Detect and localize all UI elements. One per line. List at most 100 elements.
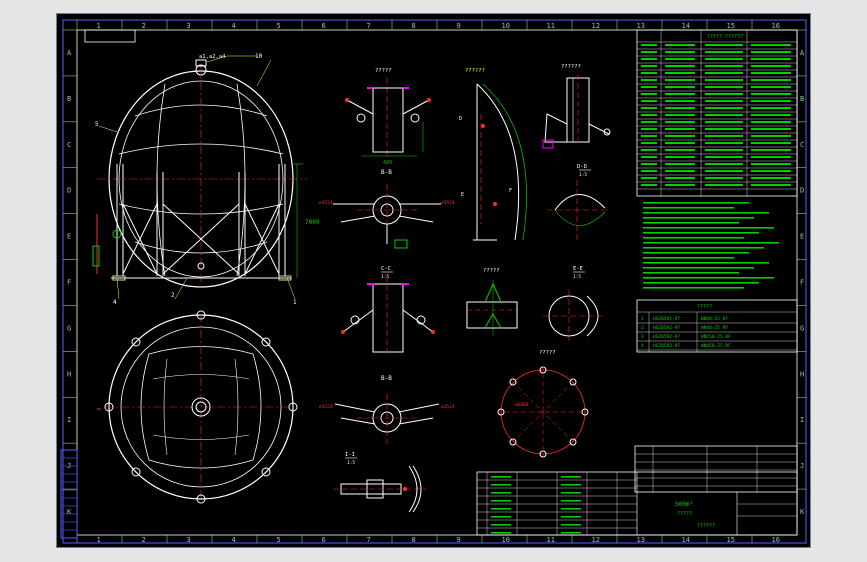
svg-text:F: F [509,188,512,194]
grid-row-label: I [67,416,71,424]
grid-col-label: 13 [637,536,645,544]
svg-text:?????: ????? [483,268,500,274]
grid-row-label: E [67,233,71,241]
plan-view [97,310,298,504]
svg-text:??????: ?????? [465,68,485,74]
section-cc-view: C-C 1:5 [341,266,435,356]
title-block: 500m³ ????? ?????? [476,471,798,536]
technical-notes [643,202,779,289]
grid-col-label: 10 [502,536,510,544]
detail-ii-view: ?????? [542,64,611,149]
grid-col-label: 9 [457,22,461,30]
section-dd-view: D-D 1:5 [547,164,609,240]
weld-detail-view: ????? [466,268,518,336]
svg-text:????? ??????: ????? ?????? [707,34,743,40]
parts-row-code: HG20592-97 [653,325,680,331]
title-name-line: ????? [677,511,692,517]
grid-col-label: 14 [682,22,690,30]
grid-row-label: G [800,324,804,332]
parts-row-desc: WN150-25 RF [701,334,731,340]
svg-text:I-I: I-I [345,452,355,458]
grid-row-label: E [800,233,804,241]
left-legend [60,449,78,539]
parts-row-code: HG20592-97 [653,343,680,349]
grid-col-label: 1 [97,22,101,30]
grid-row-label: B [67,95,71,103]
parts-row-desc: WN40-25 RF [701,325,728,331]
svg-text:1:5: 1:5 [347,460,355,466]
section-bb-view: B-B ø1524 ø1524 [319,169,455,249]
item-label-2: 2 [171,292,175,299]
drawing-number-box [84,29,136,43]
grid-row-label: H [800,370,804,378]
svg-text:C-C: C-C [381,266,391,272]
grid-row-label: C [67,141,71,149]
grid-col-label: 7 [367,22,371,30]
item-label-1: 1 [293,299,297,306]
item-label-4: 4 [113,299,117,306]
svg-text:D: D [459,116,462,122]
svg-text:ø6800: ø6800 [515,402,529,408]
top-nozzle-label: a1,a2,a4 [199,54,226,60]
parts-row-desc: WN40-25 RF [701,316,728,322]
svg-text:1:5: 1:5 [579,172,587,178]
drawing-outer-frame [62,19,807,544]
svg-text:E: E [461,192,464,198]
grid-col-label: 14 [682,536,690,544]
parts-row-code: HG20592-97 [653,316,680,322]
svg-text:D-D: D-D [577,164,587,170]
grid-col-label: 8 [412,22,416,30]
grid-col-label: 3 [187,536,191,544]
revision-table [634,445,798,493]
svg-text:B-B: B-B [381,375,392,382]
svg-text:E-E: E-E [573,266,583,272]
svg-text:1:5: 1:5 [381,274,389,280]
grid-col-label: 10 [502,22,510,30]
grid-col-label: 7 [367,536,371,544]
grid-col-label: 13 [637,22,645,30]
section-ee-view: E-E 1:5 [543,266,605,344]
parts-row-no: 2 [641,325,644,331]
grid-col-label: 15 [727,22,735,30]
height-dimension: 7000 [305,219,320,226]
grid-col-label: 11 [547,22,555,30]
grid-row-label: K [67,508,72,516]
grid-col-label: 8 [412,536,416,544]
elevation-view: 7000 a1,a2,a4 10 5 2 1 4 [92,53,320,306]
svg-text:ø1524: ø1524 [441,404,455,410]
parts-row-no: 3 [641,334,644,340]
grid-col-label: 9 [457,536,461,544]
grid-row-label: C [800,141,804,149]
parts-row-no: 4 [641,343,644,349]
grid-row-label: D [67,187,71,195]
grid-row-label: A [67,49,72,57]
svg-text:??????: ?????? [561,64,581,70]
grid-col-label: 1 [97,536,101,544]
svg-text:?????: ????? [375,68,392,74]
cad-drawing: 1122334455667788991010111112121313141415… [60,19,807,544]
grid-row-label: K [800,508,805,516]
grid-col-label: 6 [322,22,326,30]
grid-col-label: 12 [592,536,600,544]
grid-col-label: 16 [772,22,780,30]
grid-row-label: F [67,279,71,287]
grid-col-label: 2 [142,22,146,30]
item-label-5: 5 [95,121,99,128]
technical-data-table: ????? ?????? [636,29,798,197]
grid-row-label: B [800,95,804,103]
svg-text:ø1524: ø1524 [319,200,333,206]
grid-row-label: A [800,49,805,57]
svg-text:420: 420 [383,160,392,166]
nozzle-detail-view: I-I 1:5 [333,452,427,513]
grid-col-label: 5 [277,22,281,30]
svg-text:ø1524: ø1524 [319,404,333,410]
grid-row-label: D [800,187,804,195]
grid-col-label: 5 [277,536,281,544]
grid-col-label: 6 [322,536,326,544]
grid-col-label: 3 [187,22,191,30]
grid-col-label: 11 [547,536,555,544]
svg-text:B-B: B-B [381,169,392,176]
grid-row-label: G [67,324,71,332]
grid-row-label: J [800,462,804,470]
